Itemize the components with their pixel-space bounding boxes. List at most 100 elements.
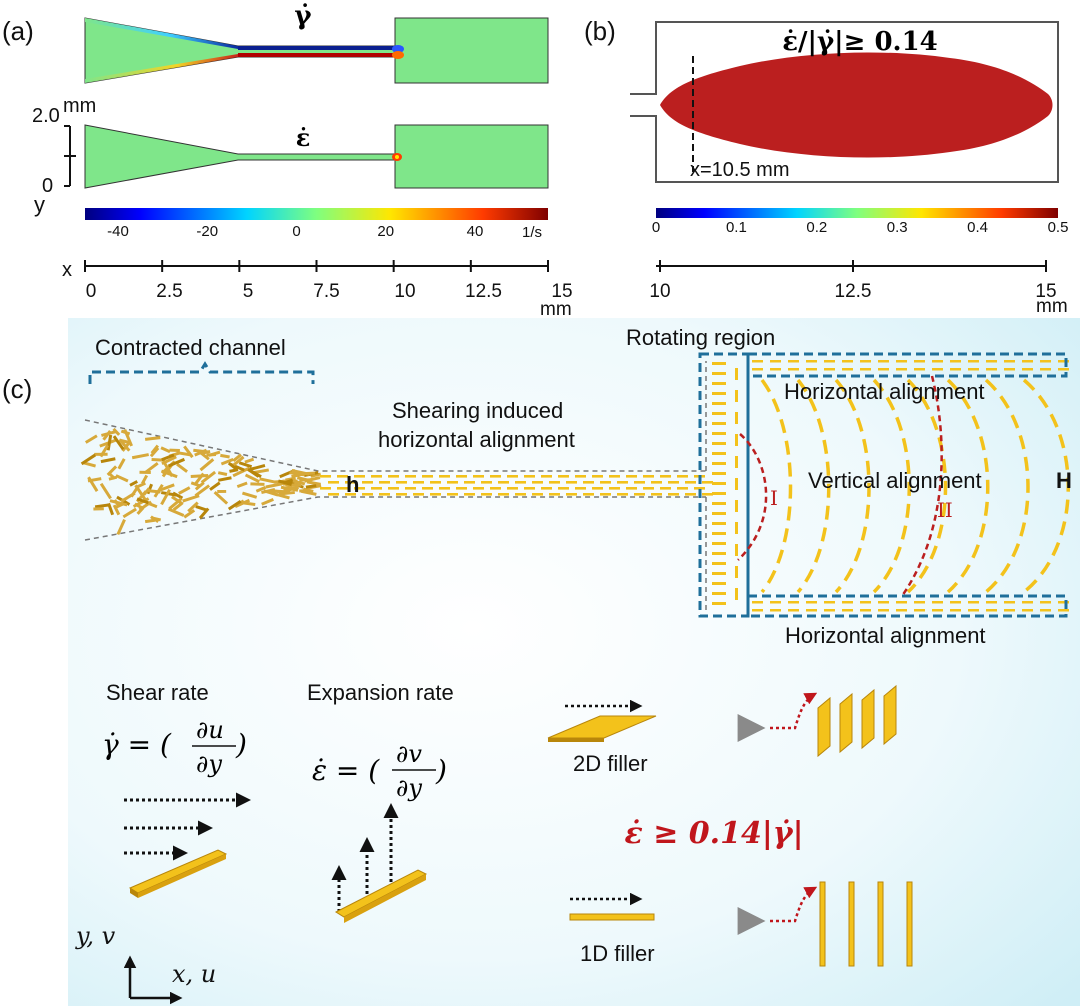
tick-label: 10 xyxy=(649,281,670,302)
axis-x-label: x, u xyxy=(172,960,216,988)
x-unit-a: mm xyxy=(540,299,572,320)
colorbar-a-ticks: -40 -20 0 20 40 xyxy=(107,223,483,240)
marker-label: x=10.5 mm xyxy=(690,159,789,181)
panel-c: (c) Contracted channel h Shearing induce… xyxy=(2,318,1080,1006)
expansion-rate-title: Expansion rate xyxy=(307,680,454,705)
horizontal-alignment-bottom: Horizontal alignment xyxy=(785,623,986,648)
colorbar-a xyxy=(85,208,548,220)
roman-II: II xyxy=(937,498,953,522)
tick-label: 12.5 xyxy=(835,281,872,302)
tick-label: 0.1 xyxy=(726,219,747,236)
funnel-fillers xyxy=(80,427,322,536)
colorbar-b xyxy=(656,208,1058,218)
tick-label: 0.5 xyxy=(1048,219,1069,236)
horizontal-alignment-top: Horizontal alignment xyxy=(784,379,985,404)
red-region xyxy=(660,52,1053,158)
criterion-label: ε̇ ≥ 0.14|γ̇| xyxy=(625,816,804,851)
shearing-label-2: horizontal alignment xyxy=(378,427,575,452)
panel-a: (a) γ̇ ε̇ 2.0 mm 0 y xyxy=(2,1,573,320)
tick-label: 15 xyxy=(1035,281,1056,302)
tick-label: 7.5 xyxy=(313,281,339,302)
tick-label: 12.5 xyxy=(465,281,502,302)
vertical-alignment-label: Vertical alignment xyxy=(808,468,982,493)
horizontal-top-box xyxy=(746,352,1068,378)
shear-symbol: γ̇ xyxy=(294,1,312,31)
horizontal-top-fillers xyxy=(752,360,1069,371)
tick-label: 2.5 xyxy=(156,281,182,302)
vertical-alignment-arcs xyxy=(760,378,1070,594)
channel-fillers xyxy=(320,475,713,496)
expansion-arrows xyxy=(331,803,399,912)
y-axis-label: y xyxy=(34,192,45,217)
rotating-fillers xyxy=(712,362,738,605)
tick-label: 0.3 xyxy=(887,219,908,236)
tick-label: 0 xyxy=(652,219,660,236)
channel-outline xyxy=(84,361,707,614)
coordinate-axes xyxy=(123,955,183,1005)
axis-y-label: y, v xyxy=(75,922,116,950)
panel-c-label: (c) xyxy=(2,374,32,404)
shearing-label-1: Shearing induced xyxy=(392,398,563,423)
shear-rate-field xyxy=(84,17,549,84)
x-unit-b: mm xyxy=(1036,296,1068,317)
exp-eq-num: ∂v xyxy=(396,740,422,768)
tick-label: 0.4 xyxy=(967,219,988,236)
exp-eq-close: ) xyxy=(435,754,447,787)
shear-eq-num: ∂u xyxy=(196,716,224,744)
panel-b-title: ε̇/|γ̇|≥ 0.14 xyxy=(782,27,938,57)
shear-eq-lhs: γ̇ = ( xyxy=(102,728,172,761)
filler1d-vertical-rods xyxy=(819,881,913,967)
boundary-II xyxy=(900,375,943,597)
colorbar-b-ticks: 0 0.1 0.2 0.3 0.4 0.5 xyxy=(652,219,1069,236)
shear-rate-equation: γ̇ = ( ∂u ∂y ) xyxy=(102,716,247,778)
horizontal-bottom-fillers xyxy=(752,601,1069,612)
filler2d-vertical-plates xyxy=(817,684,897,758)
tick-label: 0 xyxy=(292,223,300,240)
channel-brace xyxy=(88,361,315,384)
filler1d-rotate-arrow xyxy=(770,886,818,923)
H-label: H xyxy=(1056,468,1072,493)
filler1d-label: 1D filler xyxy=(580,941,655,966)
scale-top: 2.0 xyxy=(32,105,60,127)
tick-label: 0 xyxy=(86,281,97,302)
panel-a-label: (a) xyxy=(2,16,34,46)
shear-arrows xyxy=(124,792,251,861)
horizontal-bottom-box xyxy=(746,594,1068,618)
expansion-rate-field xyxy=(84,124,549,189)
expansion-symbol: ε̇ xyxy=(296,123,311,152)
panel-b: (b) x=10.5 mm ε̇/|γ̇|≥ 0.14 0 0.1 0.2 0.3 0.… xyxy=(584,16,1068,317)
shear-eq-close: ) xyxy=(235,728,247,761)
shear-filler-plate xyxy=(128,849,228,898)
x-axis-b-ticks: 10 12.5 15 xyxy=(649,260,1057,302)
filler2d-rotate-arrow xyxy=(770,692,818,730)
x-axis-label: x xyxy=(62,259,72,281)
filler2d-label: 2D filler xyxy=(573,751,648,776)
expansion-filler-plate xyxy=(334,869,428,923)
panel-b-label: (b) xyxy=(584,16,616,46)
tick-label: 20 xyxy=(377,223,394,240)
scale-bottom: 0 xyxy=(42,175,53,197)
shear-eq-den: ∂y xyxy=(196,750,222,778)
scale-bar xyxy=(64,125,76,187)
rotating-region-label: Rotating region xyxy=(626,325,775,350)
tick-label: -40 xyxy=(107,223,129,240)
roman-I: I xyxy=(770,486,778,510)
exp-eq-den: ∂y xyxy=(396,774,422,802)
tick-label: 40 xyxy=(467,223,484,240)
filler1d-rod xyxy=(569,913,655,921)
tick-label: 15 xyxy=(551,281,572,302)
panel-c-background xyxy=(68,318,1080,1006)
boundary-I xyxy=(737,433,768,561)
shear-rate-title: Shear rate xyxy=(106,680,209,705)
exp-eq-lhs: ε̇ = ( xyxy=(312,754,380,787)
h-label: h xyxy=(346,472,359,497)
tick-label: 5 xyxy=(243,281,254,302)
scale-unit: mm xyxy=(63,95,96,117)
tick-label: 0.2 xyxy=(806,219,827,236)
expansion-rate-equation: ε̇ = ( ∂v ∂y ) xyxy=(312,740,447,802)
contracted-channel-label: Contracted channel xyxy=(95,335,286,360)
tick-label: -20 xyxy=(196,223,218,240)
colorbar-a-unit: 1/s xyxy=(522,224,542,241)
